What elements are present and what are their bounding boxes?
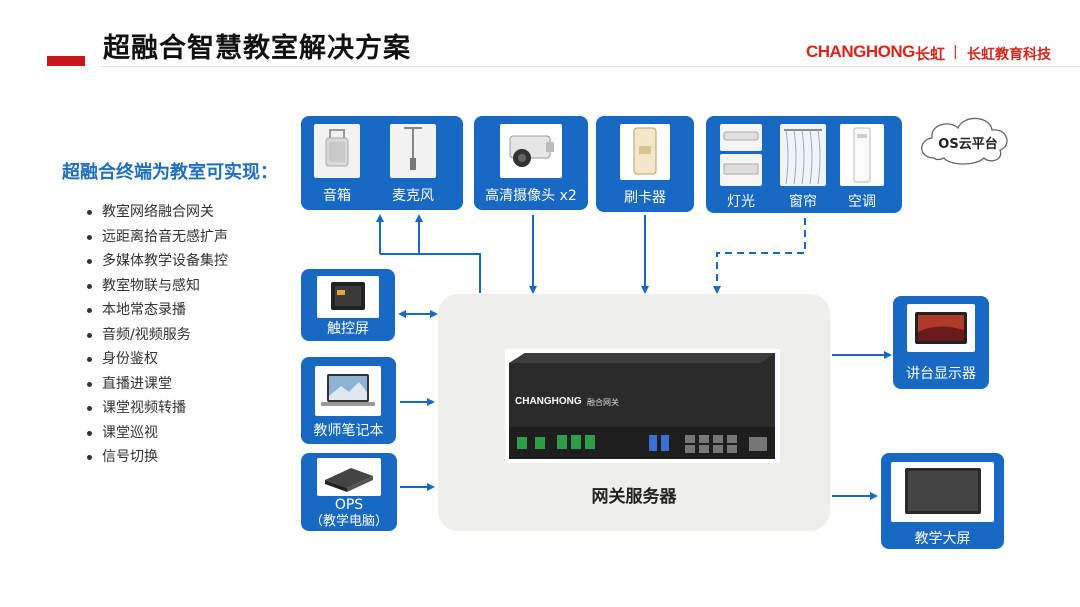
features-list: 教室网络融合网关 远距离拾音无感扩声 多媒体教学设备集控 教室物联与感知 本地常… (85, 200, 228, 470)
feature-item: 教室网络融合网关 (85, 200, 228, 225)
features-title: 超融合终端为教室可实现： (62, 162, 278, 183)
feature-item: 教室物联与感知 (85, 274, 228, 299)
touch-screen-label: 触控屏 (327, 321, 369, 337)
title-accent-bar (47, 56, 85, 66)
laptop-icon (321, 374, 375, 406)
feature-item: 本地常态录播 (85, 298, 228, 323)
curtain-image (780, 124, 826, 186)
speaker-image (314, 124, 360, 178)
card-reader-image (620, 124, 670, 180)
card-reader-label: 刷卡器 (624, 190, 666, 206)
camera-card[interactable]: 高清摄像头 x2 (474, 116, 588, 210)
microphone-image (390, 124, 436, 178)
camera-icon (509, 135, 554, 167)
microphone-icon (404, 127, 422, 170)
gateway-server-icon (505, 349, 780, 463)
header-divider (100, 66, 1080, 67)
ops-computer-icon (325, 468, 373, 492)
audio-card[interactable]: 音箱 麦克风 (301, 116, 463, 210)
camera-image (500, 124, 562, 178)
feature-item: 信号切换 (85, 445, 228, 470)
large-screen-label: 教学大屏 (914, 531, 971, 547)
ops-sublabel: （教学电脑） (309, 514, 388, 529)
light-label: 灯光 (727, 194, 755, 210)
monitor-icon (915, 312, 967, 344)
feature-item: 音频/视频服务 (85, 323, 228, 348)
brand-subtitle: 长虹教育科技 (967, 47, 1051, 63)
podium-display-label: 讲台显示器 (906, 366, 976, 382)
gateway-device-image: CHANGHONG 融合网关 (505, 349, 780, 463)
laptop-label: 教师笔记本 (313, 423, 384, 439)
ac-image (840, 124, 884, 186)
feature-item: 课堂视频转播 (85, 396, 228, 421)
feature-item: 身份鉴权 (85, 347, 228, 372)
feature-item: 多媒体教学设备集控 (85, 249, 228, 274)
air-conditioner-icon (853, 127, 871, 183)
touch-screen-card[interactable]: 触控屏 (301, 269, 395, 341)
camera-label: 高清摄像头 x2 (485, 188, 577, 204)
brand-name: 长虹 (915, 45, 946, 63)
light-icon (723, 131, 759, 141)
cloud-icon (921, 117, 1008, 165)
feature-item: 直播进课堂 (85, 372, 228, 397)
card-reader-card[interactable]: 刷卡器 (596, 116, 694, 212)
iot-dashed-arrow (713, 218, 806, 294)
cloud-label: OS云平台 (938, 137, 998, 152)
gateway-device-brand: CHANGHONG (515, 396, 582, 407)
microphone-label: 麦克风 (392, 188, 434, 204)
speaker-icon (325, 129, 349, 167)
ops-card[interactable]: OPS （教学电脑） (301, 453, 397, 531)
tv-screen-icon (905, 468, 981, 514)
feature-item: 远距离拾音无感扩声 (85, 225, 228, 250)
speaker-mic-connector (380, 253, 481, 293)
light-image-top (720, 124, 762, 151)
brand-separator: | (953, 44, 958, 60)
podium-display-image (907, 304, 975, 352)
podium-display-card[interactable]: 讲台显示器 (893, 296, 989, 389)
iot-card[interactable]: 灯光 窗帘 空调 (706, 116, 902, 213)
ac-label: 空调 (848, 194, 876, 210)
touch-screen-image (317, 276, 379, 318)
gateway-label: 网关服务器 (591, 487, 677, 507)
large-screen-card[interactable]: 教学大屏 (881, 453, 1004, 549)
curtain-label: 窗帘 (789, 194, 817, 210)
speaker-label: 音箱 (323, 188, 351, 204)
laptop-image (315, 366, 381, 416)
curtain-icon (784, 129, 822, 185)
gateway-device-name: 融合网关 (587, 398, 619, 407)
laptop-card[interactable]: 教师笔记本 (301, 357, 396, 444)
ops-image (317, 458, 381, 496)
brand-logo: CHANGHONG (806, 42, 915, 61)
card-reader-icon (633, 127, 657, 175)
feature-item: 课堂巡视 (85, 421, 228, 446)
page-title: 超融合智慧教室解决方案 (103, 33, 411, 64)
large-screen-image (891, 462, 994, 522)
ceiling-light-icon (723, 163, 759, 175)
ops-label: OPS (334, 497, 364, 513)
touch-screen-icon (331, 282, 365, 310)
light-image-bottom (720, 154, 762, 186)
